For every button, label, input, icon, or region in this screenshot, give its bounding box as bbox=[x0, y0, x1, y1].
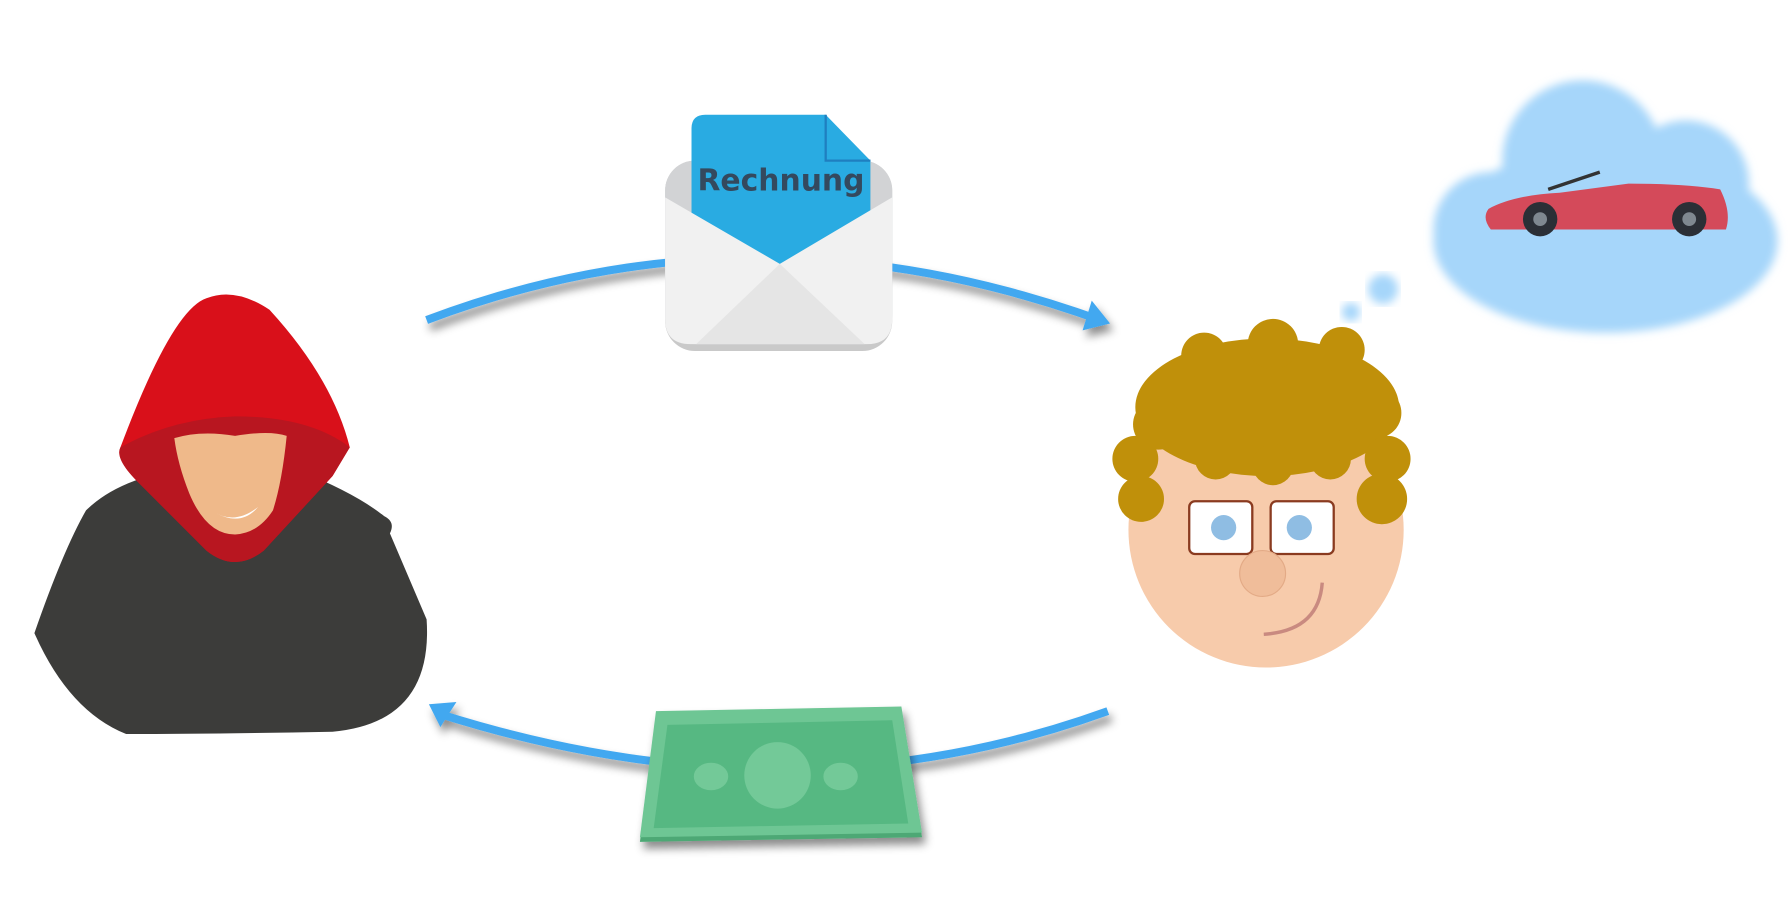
money-bill-icon bbox=[639, 706, 923, 842]
thought-cloud bbox=[1341, 80, 1778, 333]
invoice-label: Rechnung bbox=[697, 163, 864, 198]
sports-car-icon bbox=[1485, 170, 1728, 237]
victim-figure bbox=[1112, 318, 1411, 668]
hooded-scammer-figure bbox=[34, 294, 428, 735]
invoice-envelope-icon: Rechnung bbox=[665, 114, 893, 352]
